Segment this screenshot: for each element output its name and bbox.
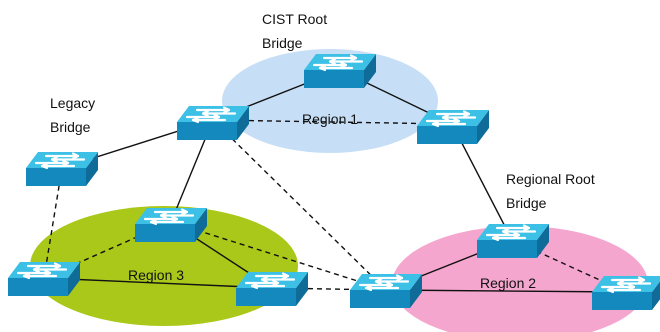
link-legacy-r3-left (43, 167, 63, 279)
labels: CIST Root Bridge Legacy Bridge Regional … (50, 11, 595, 291)
regional-root-label-line2: Bridge (506, 195, 547, 211)
cist-root-bridge-switch-icon (302, 52, 378, 90)
region2-right-switch-icon (590, 274, 660, 312)
regional-root-label-line1: Regional Root (506, 171, 595, 187)
link-r2-left-r2-right (385, 289, 627, 293)
link-r1-left-r1-right (212, 119, 453, 125)
region1-right-switch-icon (415, 108, 491, 146)
region-2-label: Region 2 (480, 275, 536, 291)
region-3-label: Region 3 (128, 267, 184, 283)
region3-top-switch-icon (133, 206, 209, 244)
link-r3-left-r3-right (43, 277, 273, 289)
region3-left-switch-icon (6, 260, 82, 298)
region1-left-switch-icon (175, 104, 251, 142)
link-r3-top-r2-left (170, 221, 387, 291)
region3-right-switch-icon (234, 270, 310, 308)
cist-root-label-line2: Bridge (262, 35, 303, 51)
region-1-label: Region 1 (302, 111, 358, 127)
link-r1-left-r2-left (212, 119, 387, 291)
region-3-area (30, 206, 298, 326)
region-1-area (222, 49, 438, 153)
region-2-area (392, 226, 648, 332)
legacy-label-line2: Bridge (50, 119, 91, 135)
regional-root-bridge-switch-icon (475, 222, 551, 260)
regions (30, 49, 648, 332)
region2-left-switch-icon (348, 272, 424, 310)
legacy-label-line1: Legacy (50, 95, 95, 111)
legacy-bridge-switch-icon (24, 150, 100, 188)
cist-root-label-line1: CIST Root (262, 11, 327, 27)
